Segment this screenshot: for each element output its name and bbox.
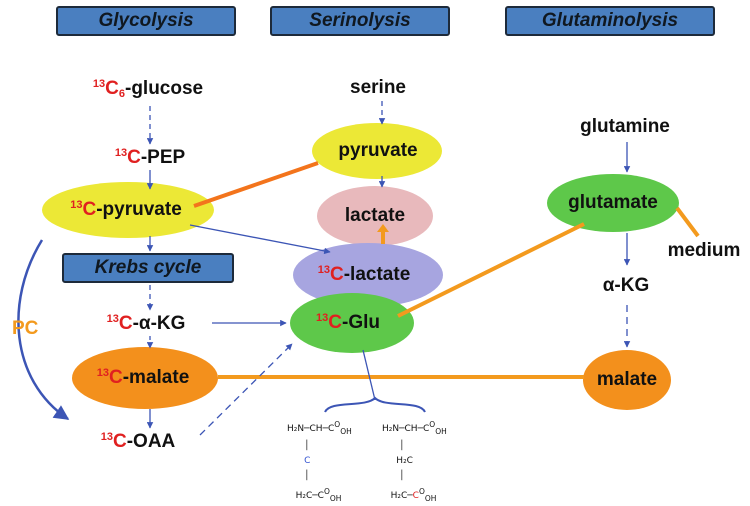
malate-13c-label: 13C-malate	[96, 367, 190, 388]
glu-13c-label: 13C-Glu	[316, 312, 380, 333]
lactate-13c-node	[293, 243, 443, 307]
glycolysis-header: Glycolysis	[56, 6, 236, 36]
glu-structure-pointer	[362, 349, 376, 401]
lactate-13c-label: 13C-lactate	[317, 264, 411, 285]
glutamate-medium-line	[675, 206, 700, 238]
pc-label: PC	[12, 318, 39, 339]
glu-13c-node	[290, 293, 414, 353]
arrow-oaa-glu	[199, 343, 293, 436]
serine-label: serine	[350, 77, 406, 98]
pathway-diagram	[17, 101, 700, 436]
glutamine-label: glutamine	[580, 116, 670, 137]
glutaminolysis-header: Glutaminolysis	[505, 6, 715, 36]
pyruvate-13c-label: 13C-pyruvate	[70, 199, 182, 220]
lactate-node	[317, 186, 433, 246]
structure-brace	[324, 396, 426, 413]
pyruvate-13c-node	[42, 182, 214, 238]
pc-arrow	[17, 239, 70, 421]
akg-label: α-KG	[602, 275, 650, 296]
pyruvate-exchange-line	[193, 161, 319, 208]
akg-13c-label: 13C-α-KG	[106, 313, 186, 334]
lactate-label: lactate	[344, 205, 406, 226]
pep-label: 13C-PEP	[114, 147, 186, 168]
medium-label: medium	[667, 240, 741, 261]
krebs-cycle-header: Krebs cycle	[62, 253, 234, 283]
malate-label: malate	[596, 369, 658, 390]
glutamate-label: glutamate	[568, 192, 658, 213]
malate-node	[583, 350, 671, 410]
malate-13c-node	[72, 347, 218, 409]
glutamate-structure-right: H₂N─CH─COOH │ H₂C │ H₂C─COOH	[382, 420, 447, 503]
glutamate-structure-left: H₂N─CH─COOH │ C │ H₂C─COOH	[287, 420, 352, 503]
glu-glutamate-line	[397, 222, 585, 318]
serinolysis-header: Serinolysis	[270, 6, 450, 36]
glutamate-node	[547, 174, 679, 232]
glucose-label: 13C6-glucose	[92, 78, 204, 100]
oaa-13c-label: 13C-OAA	[100, 431, 176, 452]
serine-pyruvate-label: pyruvate	[338, 140, 418, 161]
arrow-pyruvate13c-lactate13c	[189, 224, 331, 255]
serine-pyruvate-node	[312, 123, 442, 179]
